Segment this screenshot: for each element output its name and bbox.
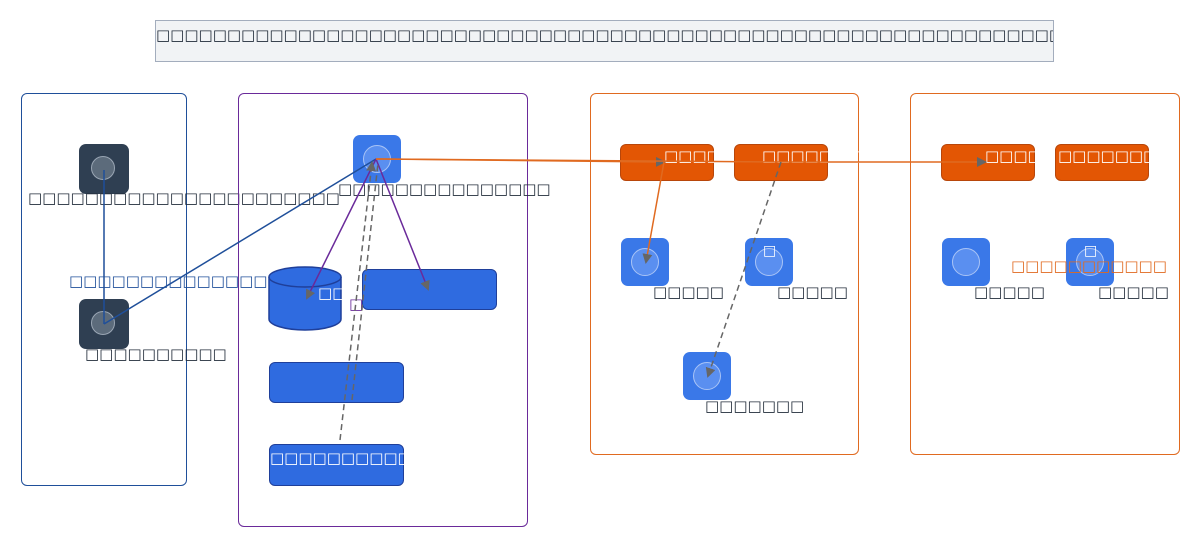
left-node1-label: □□□□□□□□□□□□□□□□□□□□□□ [28, 189, 340, 207]
right1-node3-label: □□□□□□□ [705, 397, 805, 415]
right2-node2-label: □□□□□ [1098, 283, 1169, 301]
node-icon[interactable]: □ [745, 238, 793, 286]
service-box-3[interactable] [269, 444, 404, 486]
edge-dash-1 [339, 161, 377, 441]
edge-hub-db [306, 158, 377, 300]
pill-1-label: □□□□□□ [664, 147, 750, 165]
left-node2-label: □□□□□□□□□□ [85, 345, 227, 363]
edge-pill2-node3 [705, 161, 782, 378]
server-icon[interactable] [79, 144, 129, 194]
pill-2-label: □□□□□□□□□ [762, 147, 890, 165]
diagram-title: □□□□□□□□□□□□□□□□□□□□□□□□□□□□□□□□□□□□□□□□… [155, 20, 1054, 62]
edge-client-hub [103, 158, 377, 325]
pill-4-label: □□□□□□□□ [1058, 147, 1172, 165]
database-label: □□ [318, 284, 347, 302]
edge-hub-pill2 [375, 158, 782, 163]
node-icon[interactable] [621, 238, 669, 286]
database-sub-label: □ [349, 295, 364, 313]
pill-4[interactable] [1055, 144, 1149, 181]
client-icon[interactable] [79, 299, 129, 349]
database-icon[interactable] [268, 266, 344, 332]
group-left [21, 93, 187, 486]
node-glyph: □ [1084, 243, 1098, 259]
group-right-1 [590, 93, 859, 455]
group-right-2 [910, 93, 1180, 455]
right2-node1-label: □□□□□ [974, 283, 1045, 301]
pill-1[interactable] [620, 144, 714, 181]
node-icon[interactable]: □ [1066, 238, 1114, 286]
edge-pill1-node [642, 161, 665, 264]
node-glyph: □ [763, 243, 777, 259]
node-icon[interactable] [942, 238, 990, 286]
edge-hub-box1 [375, 158, 430, 291]
service-box-3-label: □□□□□□□□□□□□□□ [270, 449, 405, 467]
right1-node1-label: □□□□□ [653, 283, 724, 301]
left-group-label: □□□□□□□□□□□□□□ [69, 272, 268, 290]
group-middle [238, 93, 528, 527]
right1-node2-label: □□□□□ [777, 283, 848, 301]
hub-label: □□□□□□□□□□□□□□□ [338, 180, 551, 198]
service-box-2[interactable] [269, 362, 404, 403]
right2-annotation: □□□□□□□□□□□ [1011, 257, 1167, 275]
